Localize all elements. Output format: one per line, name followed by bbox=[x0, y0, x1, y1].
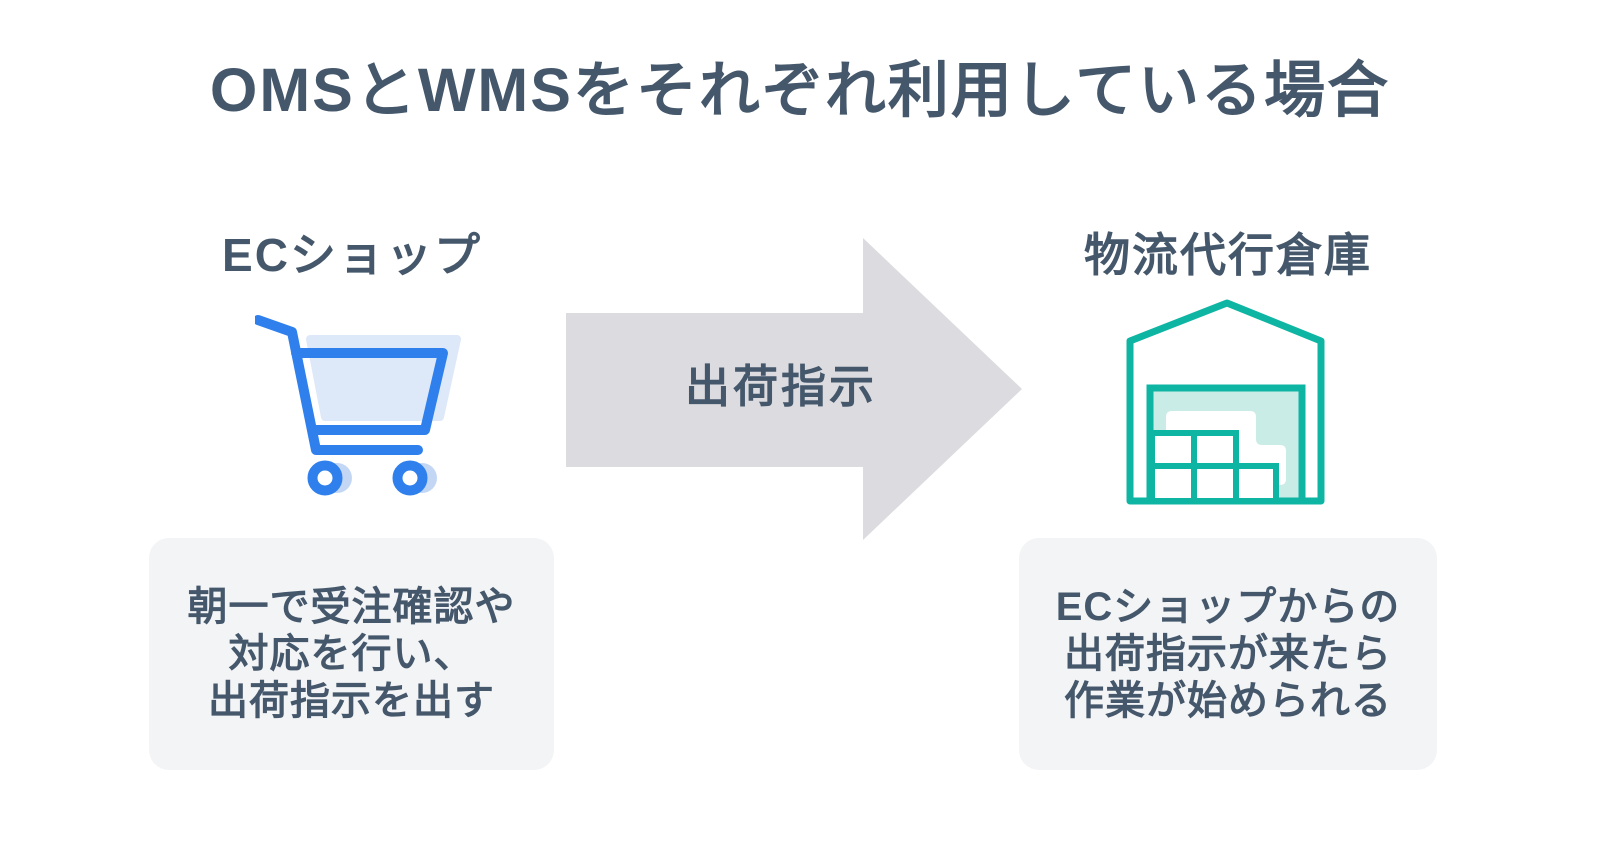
warehouse-label: 物流代行倉庫 bbox=[1084, 229, 1372, 281]
cart-frame bbox=[255, 315, 448, 455]
note-line: 出荷指示を出す bbox=[208, 678, 495, 723]
box bbox=[1149, 430, 1197, 469]
cart-wheel bbox=[392, 460, 428, 496]
ec-shop-label: ECショップ bbox=[222, 229, 482, 281]
warehouse-boxes bbox=[1149, 430, 1279, 504]
box bbox=[1233, 463, 1279, 504]
box bbox=[1191, 463, 1239, 504]
arrow-shape bbox=[566, 238, 1022, 540]
warehouse-note-card: ECショップからの 出荷指示が来たら 作業が始められる bbox=[1019, 538, 1437, 770]
cart-wheel bbox=[307, 460, 343, 496]
flow-arrow-label: 出荷指示 bbox=[684, 361, 877, 412]
note-line: 朝一で受注確認や bbox=[187, 584, 516, 629]
note-line: 出荷指示が来たら bbox=[1064, 631, 1392, 676]
box bbox=[1191, 430, 1239, 469]
warehouse-icon bbox=[1126, 299, 1325, 505]
ec-shop-note-card: 朝一で受注確認や 対応を行い、 出荷指示を出す bbox=[149, 538, 554, 770]
box bbox=[1149, 463, 1197, 504]
note-line: 作業が始められる bbox=[1064, 678, 1392, 723]
cart-basket-shadow bbox=[306, 335, 461, 421]
note-line: ECショップからの bbox=[1055, 584, 1401, 629]
page-title: OMSとWMSをそれぞれ利用している場合 bbox=[209, 56, 1391, 124]
flow-arrow-icon bbox=[566, 238, 1022, 540]
note-line: 対応を行い、 bbox=[228, 631, 475, 676]
shopping-cart-icon bbox=[255, 315, 461, 496]
